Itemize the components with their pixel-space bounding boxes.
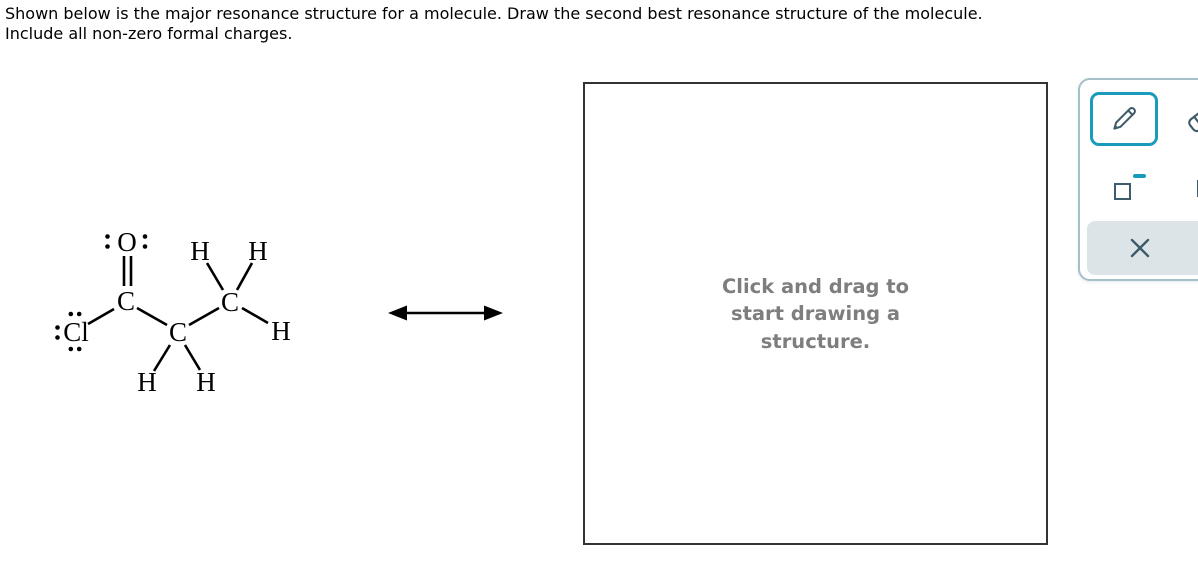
- resonance-arrow: [388, 305, 503, 321]
- atom-Cl: Cl: [63, 317, 89, 347]
- question-text: Shown below is the major resonance struc…: [5, 4, 1185, 44]
- atom-H-br: H: [196, 367, 216, 397]
- drawing-toolbar: [1078, 78, 1198, 281]
- clear-x-icon: [1130, 238, 1150, 258]
- atom-H-tr: H: [248, 236, 268, 266]
- placeholder-line-2: start drawing a: [730, 301, 901, 325]
- molecule-structure: O C Cl C C H H H H H: [55, 227, 291, 397]
- atom-H-r: H: [271, 316, 291, 346]
- drawing-canvas[interactable]: Click and drag to start drawing a struct…: [583, 82, 1048, 545]
- chlorine-lone-pairs: [55, 311, 82, 352]
- atom-H-bl: H: [137, 367, 157, 397]
- minus-charge-tool-button[interactable]: [1100, 162, 1148, 210]
- pencil-tool-button[interactable]: [1090, 92, 1158, 146]
- oxygen-lone-pairs: [105, 234, 148, 249]
- clear-canvas-button[interactable]: [1087, 221, 1198, 275]
- pencil-icon: [1113, 107, 1136, 130]
- atom-C1: C: [117, 286, 135, 316]
- atom-O: O: [117, 227, 137, 257]
- atom-H-tl: H: [190, 236, 210, 266]
- eraser-tool-button[interactable]: [1168, 92, 1198, 146]
- minus-charge-icon: [1107, 169, 1146, 203]
- bond-lines: [87, 256, 269, 372]
- question-line-1: Shown below is the major resonance struc…: [5, 4, 983, 23]
- placeholder-line-3: structure.: [760, 329, 871, 353]
- lone-electron-icon: [1190, 167, 1198, 201]
- atom-C3: C: [221, 287, 239, 317]
- canvas-placeholder: Click and drag to start drawing a struct…: [585, 272, 1046, 355]
- lone-electron-tool-button[interactable]: [1183, 160, 1198, 208]
- placeholder-line-1: Click and drag to: [722, 274, 909, 298]
- question-line-2: Include all non-zero formal charges.: [5, 24, 293, 43]
- atom-C2: C: [169, 317, 187, 347]
- eraser-icon: [1188, 106, 1198, 133]
